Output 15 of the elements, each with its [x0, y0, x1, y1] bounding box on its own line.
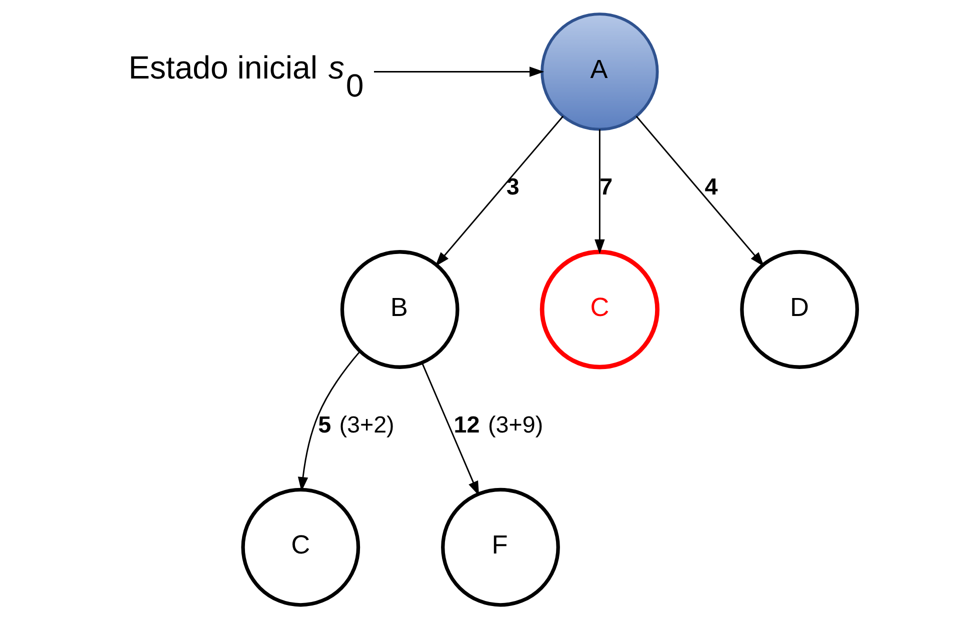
- arrow: [594, 129, 604, 254]
- edge-label: 3: [506, 174, 519, 200]
- edge-label: 7: [599, 174, 612, 200]
- edge-label: 12 (3+9): [453, 411, 543, 438]
- node-circle: C: [539, 250, 659, 370]
- arrow: [434, 116, 564, 267]
- node-circle: F: [440, 488, 560, 607]
- edge-label: 5 (3+2): [318, 411, 394, 438]
- arrow: [297, 350, 360, 492]
- arrow: [374, 66, 544, 77]
- node-circle: C: [240, 488, 360, 607]
- edge-label: 4: [704, 174, 718, 200]
- arrow: [635, 116, 764, 267]
- node-circle: A: [540, 12, 658, 131]
- arrow: [421, 362, 479, 496]
